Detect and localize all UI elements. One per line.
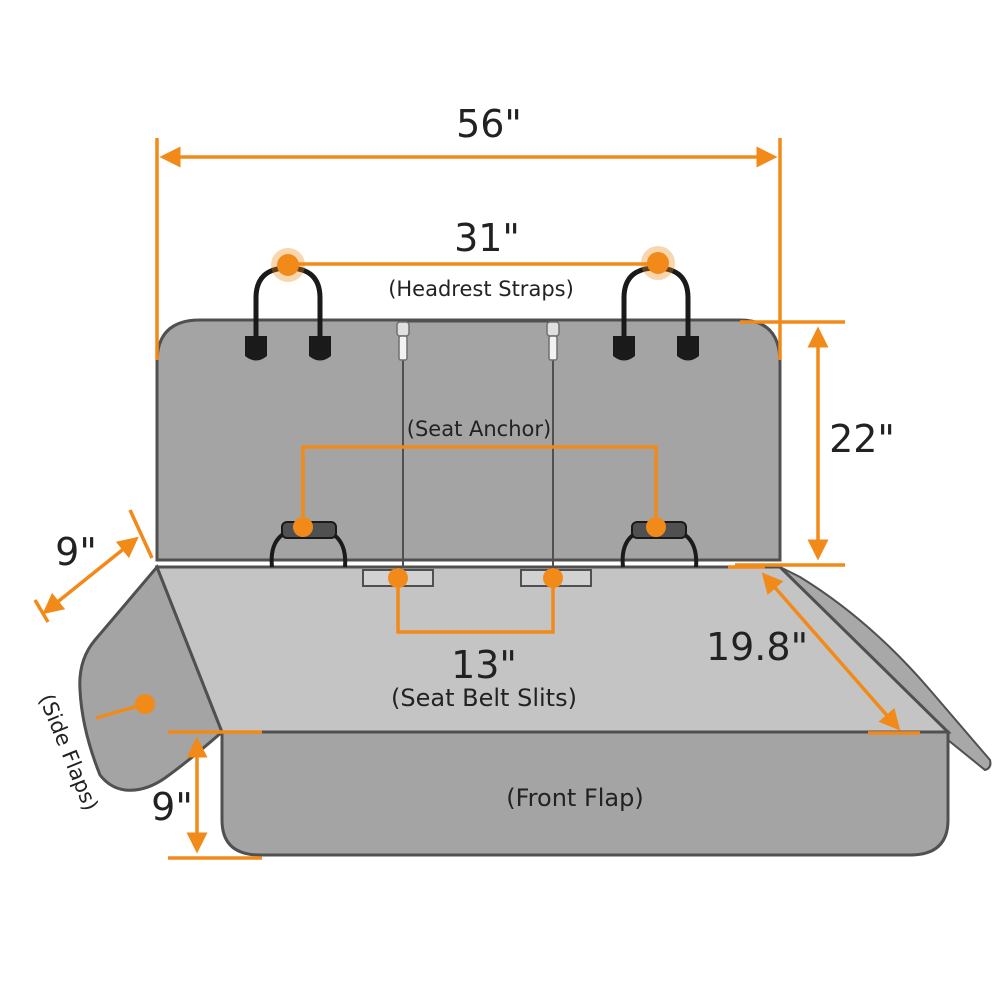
seat-depth-label: 19.8" [706, 625, 808, 669]
zipper-pull-icon [546, 321, 560, 361]
seat-anchor-label: (Seat Anchor) [407, 417, 551, 441]
side-flap-width-label: 9" [55, 530, 97, 574]
marker-dot [647, 252, 669, 274]
side-flap-extension-top [128, 509, 154, 559]
seat-panel [154, 565, 952, 734]
marker-dot [646, 517, 666, 537]
marker-dot [543, 568, 563, 588]
seat-anchor-bracket [301, 445, 658, 527]
width-label: 56" [456, 102, 522, 146]
backrest-height-label: 22" [829, 417, 895, 461]
front-flap-height-label: 9" [151, 785, 193, 829]
headrest-span-label: 31" [454, 216, 520, 260]
side-flap-dimension-line [42, 536, 139, 615]
headrest-straps-label: (Headrest Straps) [388, 277, 574, 301]
zipper-pull-icon [396, 321, 410, 361]
seat-belt-slit-bracket [396, 578, 555, 634]
front-flap-label: (Front Flap) [506, 784, 643, 812]
headrest-strap-right [613, 265, 699, 361]
marker-dot [277, 254, 299, 276]
marker-dot [388, 568, 408, 588]
marker-dot [293, 517, 313, 537]
belt-slit-span-label: 13" [451, 643, 517, 687]
marker-dot [135, 694, 155, 714]
left-side-flap [78, 564, 224, 792]
depth-dimension-line [761, 572, 901, 731]
front-flap [220, 730, 950, 857]
seat-belt-slits-label: (Seat Belt Slits) [391, 684, 577, 712]
side-flap-extension-bottom [33, 599, 50, 623]
